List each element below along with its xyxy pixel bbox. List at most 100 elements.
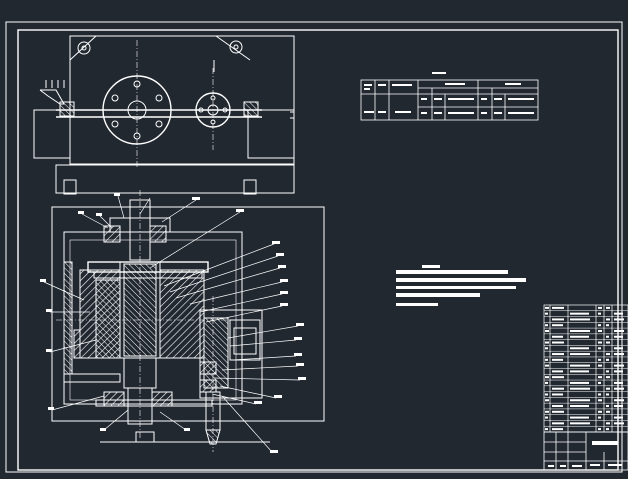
parts-list-cell-mark [614,312,623,315]
parts-list-cell-mark [545,393,548,396]
parts-list-cell-mark [598,347,601,350]
parts-list-cell-mark [552,410,564,413]
parts-list-cell-mark [598,329,602,332]
parts-list-cell-mark [552,335,563,338]
gear-parameter-table [360,72,539,121]
parts-list-cell-mark [606,410,610,413]
parts-list-cell-mark [552,353,564,356]
bolt-hole-icon [77,41,91,55]
parts-list-cell-mark [545,381,548,384]
parts-list-cell-mark [545,306,549,309]
section-view [51,190,325,452]
parts-list-cell-mark [598,416,601,419]
parts-list-cell-mark [598,324,601,327]
title-block-marks [548,441,622,467]
parts-list-cell-mark [552,428,563,431]
parts-list-cell-mark [545,324,548,327]
leader-line-icon [43,195,301,453]
parts-list-cell-mark [614,381,623,384]
parts-list-cell-mark [606,341,610,344]
parts-list-cell-mark [606,353,610,356]
technical-requirements [396,265,526,306]
parts-list-cell-mark [552,306,564,309]
parts-list-cell-mark [545,341,549,344]
parts-list-cell-mark [570,405,589,408]
parts-list-cell-mark [552,376,564,379]
parts-list-cell-mark [598,381,601,384]
parts-list-cell-mark [598,364,602,367]
parts-list-cell-mark [552,358,563,361]
parts-list-cell-mark [606,324,609,327]
parts-list-cell-mark [570,318,590,321]
parts-list-cell-mark [570,353,590,356]
parts-list-cell-mark [545,347,548,350]
bolt-hole-icon [229,40,243,54]
top-view [33,35,295,195]
parts-list-cell-mark [598,399,602,402]
parts-list-cell-mark [552,405,563,408]
parts-list-cell-mark [614,329,624,332]
parts-list-cell-mark [552,318,564,321]
parts-list-cell-mark [552,387,564,390]
parts-list-cell-mark [570,335,589,338]
parts-list-cell-mark [606,318,610,321]
parts-list-cell-mark [552,324,563,327]
parts-list-cell-mark [598,306,602,309]
parts-list-cell-mark [606,376,610,379]
parts-list-cell-mark [606,358,609,361]
parts-list-cell-mark [545,376,549,379]
parts-list-cell-mark [570,312,589,315]
title-block [543,431,628,471]
parts-list-cell-mark [570,422,590,425]
parts-list-cell-mark [614,364,624,367]
parts-list-cell-mark [570,387,590,390]
leader-labels [40,193,306,453]
parts-list-cell-mark [606,306,610,309]
parts-list-cell-mark [552,370,563,373]
parts-list-cell-mark [598,312,601,315]
gear-parameter-text-marks [364,83,534,114]
parts-list-cell-mark [570,364,590,367]
parts-list-cell-mark [570,370,589,373]
parts-list-cell-mark [598,341,602,344]
parts-list-cell-mark [570,381,589,384]
parts-list-cell-mark [614,422,624,425]
parts-list-cell-mark [552,393,563,396]
parts-list-cell-mark [545,410,549,413]
parts-list-cell-mark [614,370,623,373]
parts-list-cell-mark [606,335,609,338]
parts-list-cell-mark [552,341,564,344]
parts-list-cell-mark [614,353,624,356]
parts-list-cell-mark [552,422,564,425]
parts-list-cell-mark [606,422,610,425]
parts-list-cell-mark [606,405,609,408]
parts-list-cell-mark [570,347,589,350]
parts-list-cell-mark [614,318,624,321]
parts-list-cell-mark [598,358,601,361]
parts-list-cell-mark [570,416,589,419]
sheet-border [5,21,623,473]
parts-list-cell-mark [545,358,548,361]
parts-list-cell-mark [598,376,602,379]
parts-list-cell-mark [598,410,602,413]
parts-list-cell-mark [606,387,610,390]
parts-list-cell-mark [545,312,548,315]
parts-list-cell-mark [614,416,623,419]
parts-list-cell-mark [570,329,590,332]
parts-list-cell-mark [545,416,548,419]
parts-list-cell-mark [614,405,623,408]
parts-list-cell-mark [614,399,624,402]
parts-list-cell-mark [545,428,548,431]
parts-list-cell-mark [614,347,623,350]
parts-list-cell-mark [614,387,624,390]
parts-list-cell-mark [606,393,609,396]
parts-list-rows [544,306,628,431]
parts-list-cell-mark [598,393,601,396]
parts-list-cell-mark [606,428,609,431]
parts-list-cell-mark [545,399,549,402]
parts-list-cell-mark [614,335,623,338]
parts-list-cell-mark [598,428,601,431]
parts-list-cell-mark [570,399,590,402]
